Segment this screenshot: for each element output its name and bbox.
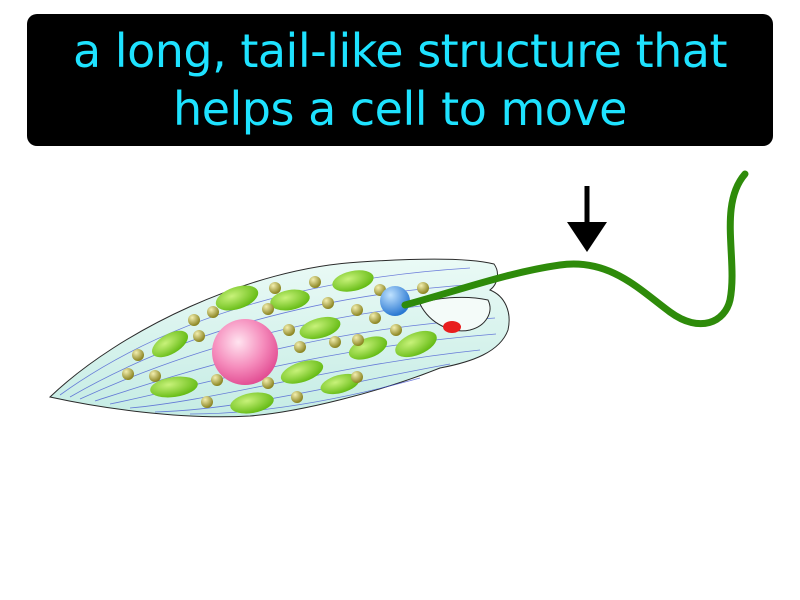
granule xyxy=(149,370,161,382)
granule xyxy=(351,371,363,383)
chloroplast xyxy=(395,330,437,358)
granule xyxy=(291,391,303,403)
chloroplast xyxy=(150,376,198,398)
chloroplast xyxy=(320,373,360,395)
chloroplast xyxy=(230,392,274,414)
granule xyxy=(329,336,341,348)
nucleus xyxy=(212,319,278,385)
granule xyxy=(132,349,144,361)
granule xyxy=(322,297,334,309)
granule xyxy=(201,396,213,408)
euglena-illustration xyxy=(48,170,749,418)
definition-banner: a long, tail-like structure that helps a… xyxy=(27,14,773,146)
granule xyxy=(193,330,205,342)
granule xyxy=(207,306,219,318)
granule xyxy=(417,282,429,294)
down-arrow-icon xyxy=(567,186,607,252)
definition-line-2: helps a cell to move xyxy=(173,82,627,136)
reservoir xyxy=(419,296,491,332)
eyespot xyxy=(443,321,461,333)
granule xyxy=(122,368,134,380)
granule xyxy=(188,314,200,326)
granule xyxy=(294,341,306,353)
granule xyxy=(352,334,364,346)
granule xyxy=(262,377,274,389)
flagellum xyxy=(401,170,749,328)
granule xyxy=(269,282,281,294)
granule xyxy=(351,304,363,316)
granule xyxy=(369,312,381,324)
pellicle-striations xyxy=(59,267,497,415)
granule xyxy=(309,276,321,288)
chloroplast xyxy=(270,289,310,311)
basal-body xyxy=(380,286,410,316)
granule xyxy=(211,374,223,386)
granule xyxy=(390,324,402,336)
granule xyxy=(283,324,295,336)
chloroplast xyxy=(332,270,374,292)
chloroplast xyxy=(215,285,259,311)
chloroplasts xyxy=(150,270,437,414)
definition-line-1: a long, tail-like structure that xyxy=(73,24,728,78)
chloroplast xyxy=(151,330,189,358)
chloroplast xyxy=(299,316,341,340)
granule xyxy=(262,303,274,315)
chloroplast xyxy=(280,360,324,384)
